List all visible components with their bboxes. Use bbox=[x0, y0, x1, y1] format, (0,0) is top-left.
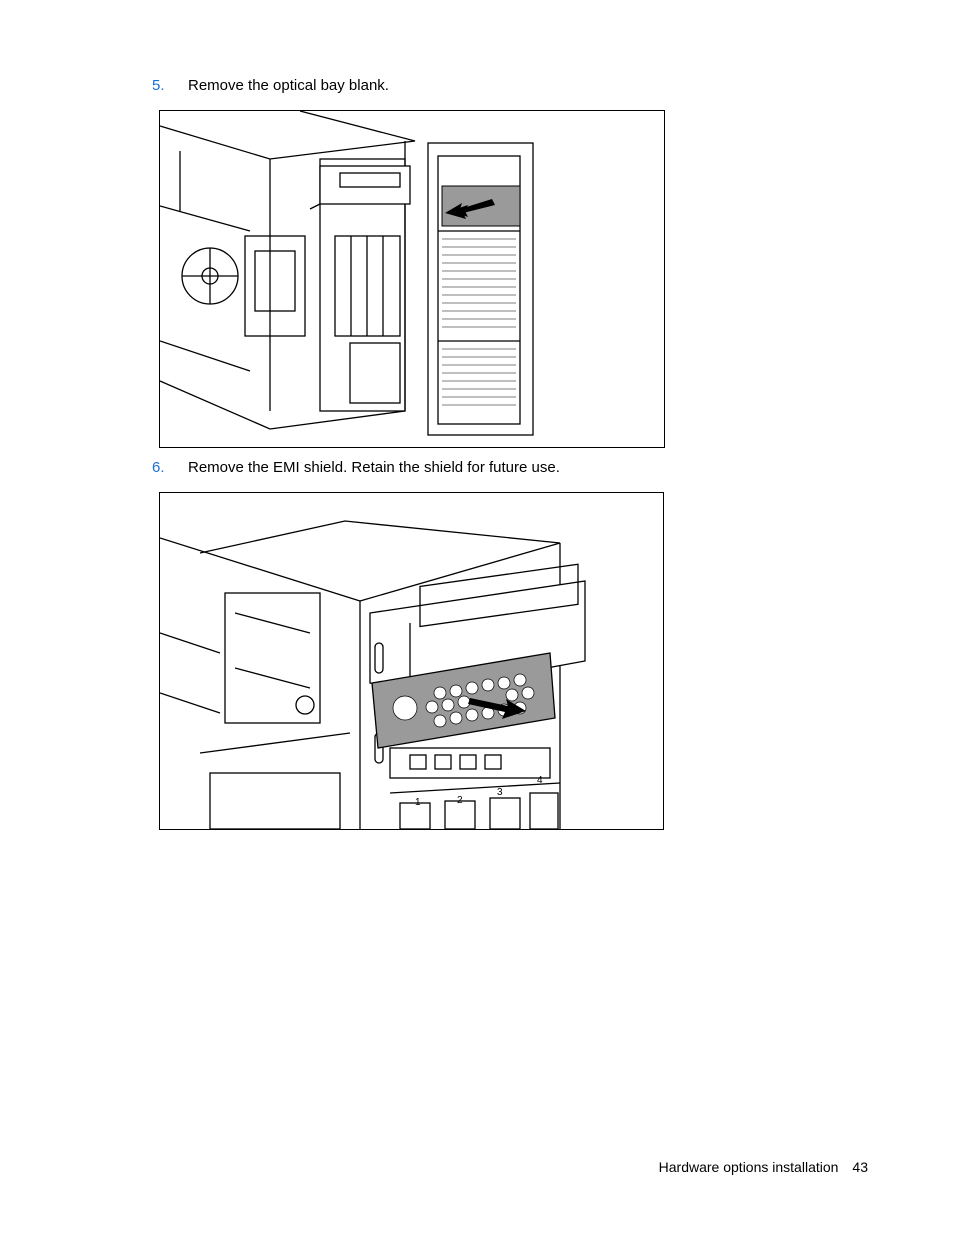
page-number: 43 bbox=[852, 1159, 868, 1175]
step-text: Remove the optical bay blank. bbox=[188, 77, 389, 94]
step-number: 5. bbox=[152, 77, 165, 94]
figure-optical-bay-blank bbox=[159, 110, 665, 448]
step-5: 5. Remove the optical bay blank. bbox=[152, 77, 389, 95]
bay-label: 3 bbox=[497, 787, 503, 798]
step-6: 6. Remove the EMI shield. Retain the shie… bbox=[152, 459, 560, 477]
step-text: Remove the EMI shield. Retain the shield… bbox=[188, 459, 560, 476]
footer-section-title: Hardware options installation bbox=[658, 1159, 839, 1175]
illustration-emi-shield: 1 2 3 4 bbox=[160, 520, 586, 829]
bay-label: 1 bbox=[415, 797, 421, 808]
page-footer: Hardware options installation 43 bbox=[659, 1159, 868, 1175]
illustration-server-bezel bbox=[160, 111, 534, 436]
bay-label: 2 bbox=[457, 795, 463, 806]
figure-emi-shield: 1 2 3 4 bbox=[159, 492, 664, 830]
bay-label: 4 bbox=[537, 775, 543, 786]
step-number: 6. bbox=[152, 459, 165, 476]
